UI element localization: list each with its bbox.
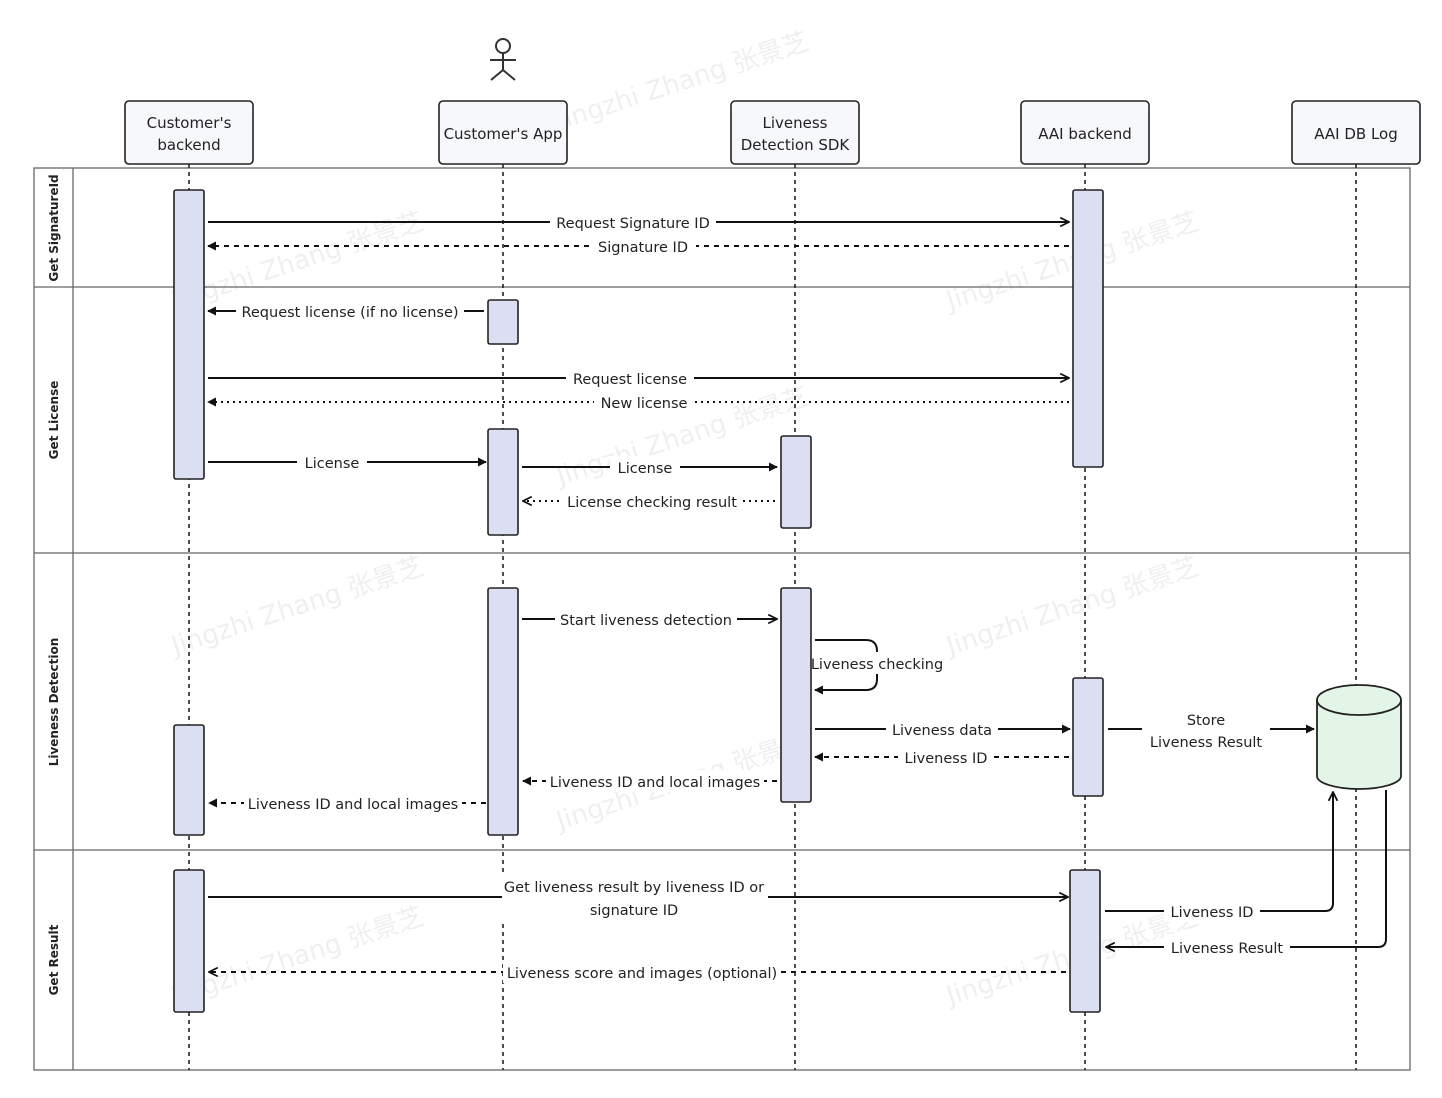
- message-liveness-checking: Liveness checking: [811, 639, 943, 695]
- message-request-license: Request license: [208, 367, 1069, 389]
- activation-app-3: [487, 587, 519, 836]
- database-icon: [1316, 684, 1402, 790]
- participant-label: AAI backend: [1038, 125, 1132, 143]
- message-label: License: [305, 456, 360, 472]
- message-label: signature ID: [590, 903, 678, 919]
- message-liveness-id-to-sdk: Liveness ID: [814, 746, 1069, 768]
- message-liveness-result-from-db: Liveness Result: [1106, 790, 1387, 958]
- participant-aai-db-log: AAI DB Log: [1291, 100, 1421, 165]
- activation-aai-3: [1069, 869, 1101, 1013]
- message-liveness-id-local-images-to-backend: Liveness ID and local images: [208, 792, 486, 814]
- message-license-app-to-sdk: License: [522, 456, 778, 478]
- message-label: Liveness checking: [811, 657, 943, 673]
- participant-label: backend: [157, 136, 220, 154]
- message-license-backend-to-app: License: [208, 451, 487, 473]
- participant-label: Customer's App: [444, 125, 563, 143]
- participant-customers-backend: Customer's backend: [124, 100, 254, 165]
- message-label: Liveness ID and local images: [550, 775, 761, 791]
- activation-sdk-1: [780, 435, 812, 529]
- message-new-license: New license: [207, 391, 1069, 413]
- message-store-liveness-result: Store Liveness Result: [1108, 708, 1315, 752]
- activation-backend-3: [173, 869, 205, 1013]
- activation-backend-2: [173, 724, 205, 836]
- message-label: Liveness ID and local images: [248, 797, 459, 813]
- participant-label: Customer's: [147, 114, 232, 132]
- message-label: Liveness Result: [1171, 941, 1284, 957]
- swimlane-frame: [33, 167, 1411, 1071]
- activation-aai-1: [1072, 189, 1104, 468]
- watermark-layer: Jingzhi Zhang 张景芝 Jingzhi Zhang 张景芝 Jing…: [166, 27, 1202, 1012]
- message-get-liveness-result: Get liveness result by liveness ID or si…: [208, 876, 1068, 920]
- activation-aai-2: [1072, 677, 1104, 797]
- message-label: Request license: [573, 372, 687, 388]
- message-label: Get liveness result by liveness ID or: [504, 880, 764, 896]
- lane-title-get-result: Get Result: [47, 924, 61, 995]
- participant-label: Liveness: [763, 114, 828, 132]
- activation-bars: [173, 189, 1104, 1013]
- activation-backend-1: [173, 189, 205, 480]
- message-label: License: [618, 461, 673, 477]
- message-label: Start liveness detection: [560, 613, 732, 629]
- activation-app-2: [487, 428, 519, 536]
- watermark: Jingzhi Zhang 张景芝: [166, 552, 427, 662]
- message-liveness-id-to-db: Liveness ID: [1105, 792, 1333, 922]
- activation-app-1: [487, 299, 519, 345]
- message-label: Request Signature ID: [556, 216, 710, 232]
- message-liveness-id-local-images-to-app: Liveness ID and local images: [522, 770, 777, 792]
- message-license-checking-result: License checking result: [523, 490, 775, 512]
- lane-title-get-signature: Get SignatureId: [47, 174, 61, 281]
- message-start-liveness-detection: Start liveness detection: [522, 608, 777, 630]
- activation-sdk-2: [780, 587, 812, 803]
- lane-title-liveness-detection: Liveness Detection: [47, 638, 61, 767]
- watermark: Jingzhi Zhang 张景芝: [166, 902, 427, 1012]
- message-label: Liveness data: [892, 723, 992, 739]
- message-signature-id: Signature ID: [207, 235, 1069, 257]
- participant-label: AAI DB Log: [1314, 125, 1398, 143]
- lane-title-get-license: Get License: [47, 381, 61, 460]
- message-label: Liveness Result: [1150, 735, 1263, 751]
- participant-customers-app: Customer's App: [438, 100, 568, 165]
- message-request-license-if-none: Request license (if no license): [207, 300, 484, 322]
- message-liveness-score-images: Liveness score and images (optional): [209, 961, 1066, 983]
- message-label: Liveness score and images (optional): [507, 966, 777, 982]
- message-label: Store: [1187, 713, 1225, 729]
- message-request-signature-id: Request Signature ID: [208, 211, 1069, 233]
- actor-icon: [490, 38, 516, 81]
- message-label: License checking result: [567, 495, 737, 511]
- message-liveness-data: Liveness data: [815, 718, 1071, 740]
- participant-aai-backend: AAI backend: [1020, 100, 1150, 165]
- watermark: Jingzhi Zhang 张景芝: [941, 552, 1202, 662]
- message-label: Signature ID: [598, 240, 688, 256]
- watermark: Jingzhi Zhang 张景芝: [941, 207, 1202, 317]
- message-label: Request license (if no license): [241, 305, 458, 321]
- participant-label: Detection SDK: [741, 136, 851, 154]
- message-label: Liveness ID: [905, 751, 988, 767]
- message-label: Liveness ID: [1171, 905, 1254, 921]
- message-label: New license: [601, 396, 688, 412]
- participant-liveness-sdk: Liveness Detection SDK: [730, 100, 860, 165]
